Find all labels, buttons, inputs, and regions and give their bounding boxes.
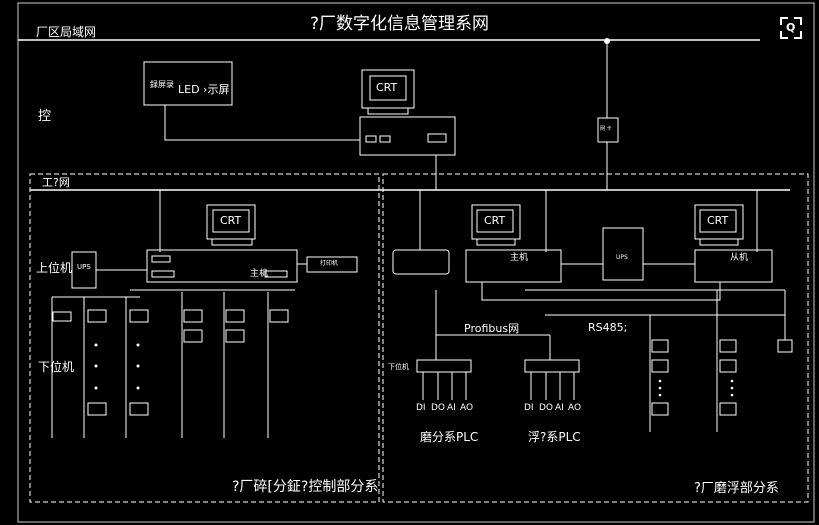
- corner: [780, 31, 788, 39]
- right-printer: [392, 249, 450, 275]
- right-crt-1-screen: [476, 209, 514, 233]
- plc1-io-do: DO: [431, 403, 446, 413]
- ups-right: [602, 227, 644, 281]
- gateway-box: [597, 117, 619, 143]
- port: [379, 135, 391, 143]
- right-devices: [651, 339, 737, 416]
- left-host-label: 主机: [250, 269, 269, 279]
- top-crt-base: [367, 107, 409, 115]
- zoom-icon: Q: [786, 21, 796, 34]
- plc2-io-ai: AI: [555, 403, 564, 413]
- industrial-net-label: 工?网: [42, 176, 70, 189]
- plc1-box: [416, 359, 472, 373]
- control-label: 控: [38, 109, 52, 124]
- right-crt-1-text: CRT: [484, 214, 506, 227]
- port: [151, 255, 171, 263]
- section-right-label: ?厂磨浮部分系: [694, 481, 779, 496]
- profibus-label: Profibus网: [464, 322, 520, 335]
- ups-right-label: UPS: [616, 254, 628, 261]
- led-label-left: 録屏录: [150, 80, 174, 89]
- rs485-label: RS485;: [588, 321, 628, 334]
- right-dots: [658, 379, 734, 397]
- top-crt-text: CRT: [376, 81, 398, 94]
- plc2-io-do: DO: [539, 403, 554, 413]
- left-crt-base: [211, 238, 253, 246]
- plc1-name: 磨分系PLC: [420, 430, 479, 444]
- diagram-title: ?厂数字化信息管理系网: [310, 14, 490, 34]
- gateway-label: 网 卡: [600, 126, 612, 132]
- left-area: [29, 173, 380, 503]
- plc-io-lines: [422, 372, 575, 400]
- lower-small-label: 下位机: [388, 363, 409, 371]
- port: [264, 270, 288, 278]
- right-crt-2-text: CRT: [707, 214, 729, 227]
- slave-host-label: 从机: [730, 253, 749, 263]
- led-display-box: [143, 61, 233, 106]
- left-dots: [94, 343, 140, 390]
- lower-computer-label: 下位机: [38, 360, 75, 374]
- printer-label: 打印机: [320, 260, 339, 267]
- led-link: [164, 105, 360, 141]
- left-crt-text: CRT: [220, 214, 242, 227]
- right-host-label: 主机: [510, 253, 529, 263]
- top-crt-screen: [369, 75, 407, 101]
- left-drops: [51, 292, 289, 438]
- lan-label: 厂区局域网: [36, 25, 97, 39]
- section-left-label: ?厂碎[分鉦?控制部分系: [232, 479, 379, 495]
- right-host-2: [694, 249, 773, 283]
- corner: [794, 17, 802, 25]
- led-label-right: LED ›示屏: [178, 83, 230, 96]
- plc1-io-di: DI: [416, 403, 426, 413]
- upper-computer-label: 上位机: [36, 261, 73, 275]
- ups-left-label: UPS: [77, 263, 91, 271]
- right-crt-1-base: [476, 238, 516, 246]
- rs485-device: [777, 339, 793, 353]
- corner: [780, 17, 788, 25]
- port: [365, 135, 377, 143]
- outer-frame: [17, 2, 815, 523]
- right-area: [382, 173, 809, 503]
- plc2-io-di: DI: [524, 403, 534, 413]
- right-crt-2-screen: [699, 209, 737, 233]
- plc1-io-ai: AI: [447, 403, 456, 413]
- left-crt-screen: [212, 209, 250, 233]
- port: [427, 133, 447, 143]
- left-host-box: [146, 249, 298, 283]
- right-crt-2-base: [699, 238, 739, 246]
- plc2-name: 浮?系PLC: [528, 430, 581, 444]
- port: [151, 270, 175, 278]
- zoom-button[interactable]: Q: [780, 17, 802, 39]
- right-host-1: [465, 249, 562, 283]
- plc2-box: [524, 359, 580, 373]
- corner: [794, 31, 802, 39]
- top-server-box: [359, 116, 456, 156]
- plc1-io-ao: AO: [460, 403, 474, 413]
- plc2-io-ao: AO: [568, 403, 582, 413]
- wire: [481, 282, 721, 301]
